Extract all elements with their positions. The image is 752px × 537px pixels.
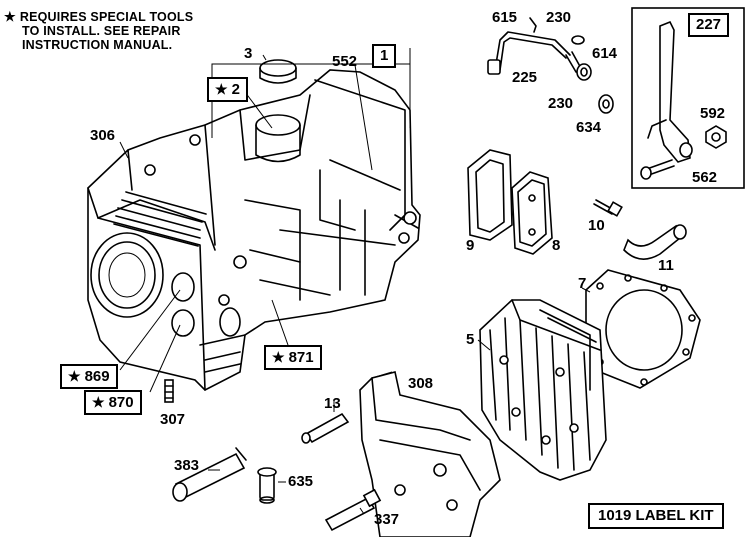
label-kit-box[interactable]: 1019 LABEL KIT — [588, 503, 724, 529]
callout-552[interactable]: 552 — [332, 53, 358, 70]
sump-cover-drawing — [359, 371, 501, 537]
lever-kit-frame — [631, 7, 745, 189]
dowel-13-drawing — [301, 400, 350, 444]
callout-383[interactable]: 383 — [174, 457, 200, 474]
screw-10-drawing — [593, 199, 623, 217]
callout-box-1[interactable]: 1 — [372, 44, 397, 68]
callout-9[interactable]: 9 — [466, 237, 475, 254]
callout-308[interactable]: 308 — [408, 375, 434, 392]
star-icon: ★ — [4, 9, 16, 24]
callout-box-871-text: 871 — [288, 349, 314, 366]
fitting-307-drawing — [164, 379, 174, 403]
callout-615[interactable]: 615 — [492, 9, 518, 26]
note-line-2: TO INSTALL. SEE REPAIR — [22, 24, 181, 38]
cylinder-head-drawing — [477, 299, 607, 481]
callout-337[interactable]: 337 — [374, 511, 400, 528]
special-tools-note: ★REQUIRES SPECIAL TOOLS TO INSTALL. SEE … — [4, 9, 194, 53]
note-line-1: REQUIRES SPECIAL TOOLS — [19, 10, 194, 24]
callout-10[interactable]: 10 — [588, 217, 605, 234]
callout-634[interactable]: 634 — [576, 119, 602, 136]
callout-box-227[interactable]: 227 — [688, 13, 730, 37]
star-icon: ★ — [215, 81, 228, 97]
star-icon: ★ — [68, 368, 81, 384]
cylinder-block-drawing — [87, 54, 421, 393]
callout-230-lower[interactable]: 230 — [548, 95, 574, 112]
callout-box-870-text: 870 — [108, 394, 134, 411]
breather-gasket-drawing — [467, 149, 513, 241]
star-icon: ★ — [92, 394, 105, 410]
callout-7[interactable]: 7 — [578, 275, 587, 292]
governor-shaft-drawing — [487, 17, 614, 114]
callout-box-869-text: 869 — [84, 368, 110, 385]
callout-box-2-text: 2 — [231, 81, 240, 98]
callout-box-870[interactable]: ★870 — [84, 390, 142, 415]
callout-11[interactable]: 11 — [658, 257, 674, 274]
callout-592[interactable]: 592 — [700, 105, 726, 122]
callout-562[interactable]: 562 — [692, 169, 718, 186]
callout-225[interactable]: 225 — [512, 69, 538, 86]
note-line-3: INSTRUCTION MANUAL. — [22, 38, 173, 52]
oil-fill-tube-383-drawing — [172, 447, 247, 502]
callout-306[interactable]: 306 — [90, 127, 116, 144]
breather-cover-drawing — [511, 171, 553, 255]
control-lever-drawing — [640, 20, 727, 180]
callout-3[interactable]: 3 — [244, 45, 253, 62]
callout-box-2[interactable]: ★2 — [207, 77, 248, 102]
callout-box-869[interactable]: ★869 — [60, 364, 118, 389]
callout-230-upper[interactable]: 230 — [546, 9, 572, 26]
plug-337-drawing — [324, 488, 382, 532]
callout-13[interactable]: 13 — [324, 395, 341, 412]
star-icon: ★ — [272, 349, 285, 365]
callout-box-871[interactable]: ★871 — [264, 345, 322, 370]
breather-tube-drawing — [623, 224, 687, 260]
callout-614[interactable]: 614 — [592, 45, 618, 62]
callout-635[interactable]: 635 — [288, 473, 314, 490]
callout-5[interactable]: 5 — [466, 331, 475, 348]
bushing-635-drawing — [257, 467, 286, 504]
callout-307[interactable]: 307 — [160, 411, 186, 428]
callout-8[interactable]: 8 — [552, 237, 561, 254]
